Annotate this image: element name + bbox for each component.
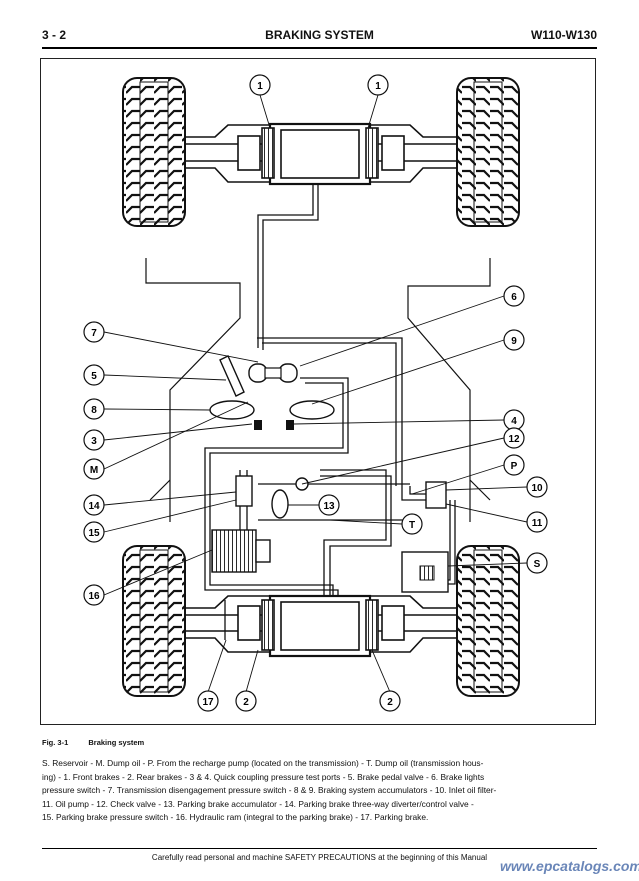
front-right-wheel bbox=[456, 77, 520, 227]
inlet-filter-and-pump bbox=[425, 481, 447, 509]
callout-10: 10 bbox=[526, 476, 548, 498]
callout-leaders bbox=[103, 94, 528, 693]
svg-text:6: 6 bbox=[511, 292, 517, 303]
svg-text:4: 4 bbox=[511, 416, 517, 427]
legend-line: 15. Parking brake pressure switch - 16. … bbox=[42, 812, 429, 822]
callout-14: 14 bbox=[83, 494, 105, 516]
safety-footer-note: Carefully read personal and machine SAFE… bbox=[151, 853, 488, 862]
footer-rule bbox=[42, 848, 597, 849]
svg-text:9: 9 bbox=[511, 336, 517, 347]
callout-p: P bbox=[503, 454, 525, 476]
figure-legend: S. Reservoir - M. Dump oil - P. From the… bbox=[42, 757, 597, 825]
accumulator-right bbox=[289, 400, 335, 420]
svg-text:17: 17 bbox=[202, 697, 214, 708]
reservoir bbox=[401, 551, 449, 593]
watermark: www.epcatalogs.com bbox=[500, 858, 639, 874]
header-rule bbox=[42, 47, 597, 49]
callout-4: 4 bbox=[503, 409, 525, 431]
parking-brake-accumulator bbox=[271, 489, 289, 519]
legend-line: ing) - 1. Front brakes - 2. Rear brakes … bbox=[42, 771, 485, 782]
page-number: 3 - 2 bbox=[42, 28, 67, 42]
callouts: 1 1 6 7 9 5 8 4 3 12 M P 14 10 13 15 11 … bbox=[83, 74, 548, 712]
svg-text:1: 1 bbox=[375, 81, 381, 92]
figure-caption: Fig. 3-1 Braking system bbox=[42, 738, 162, 747]
machine-frame-outline bbox=[145, 258, 491, 522]
callout-s: S bbox=[526, 552, 548, 574]
legend-line: pressure switch - 7. Transmission diseng… bbox=[42, 785, 497, 795]
svg-text:2: 2 bbox=[387, 697, 393, 708]
svg-text:10: 10 bbox=[531, 483, 543, 494]
brake-pedal-valve bbox=[219, 355, 298, 397]
callout-5: 5 bbox=[83, 364, 105, 386]
rear-axle bbox=[185, 594, 457, 658]
figure-title: Braking system bbox=[88, 738, 145, 747]
callout-13: 13 bbox=[318, 494, 340, 516]
callout-9: 9 bbox=[503, 329, 525, 351]
svg-text:5: 5 bbox=[91, 371, 97, 382]
model-designation: W110-W130 bbox=[530, 28, 597, 42]
svg-text:T: T bbox=[409, 520, 415, 531]
front-axle bbox=[185, 122, 457, 186]
svg-text:16: 16 bbox=[88, 591, 100, 602]
svg-text:3: 3 bbox=[91, 436, 97, 447]
parking-brake-unit bbox=[211, 529, 271, 573]
page-title: BRAKING SYSTEM bbox=[265, 28, 374, 42]
front-left-wheel bbox=[122, 77, 186, 227]
callout-12: 12 bbox=[503, 427, 525, 449]
callout-3: 3 bbox=[83, 429, 105, 451]
rear-left-wheel bbox=[122, 545, 186, 697]
callout-t: T bbox=[401, 513, 423, 535]
svg-text:13: 13 bbox=[323, 501, 335, 512]
callout-16: 16 bbox=[83, 584, 105, 606]
callout-7: 7 bbox=[83, 321, 105, 343]
svg-text:2: 2 bbox=[243, 697, 249, 708]
hydraulic-lines bbox=[204, 184, 456, 640]
test-ports bbox=[254, 420, 294, 430]
svg-text:11: 11 bbox=[532, 518, 543, 529]
svg-text:M: M bbox=[90, 465, 98, 476]
rear-right-wheel bbox=[456, 545, 520, 697]
svg-text:P: P bbox=[511, 461, 518, 472]
callout-1a: 1 bbox=[249, 74, 271, 96]
figure-number: Fig. 3-1 bbox=[42, 738, 69, 747]
svg-text:1: 1 bbox=[257, 81, 263, 92]
callout-11: 11 bbox=[526, 511, 548, 533]
svg-text:15: 15 bbox=[88, 528, 100, 539]
page-header: 3 - 2 BRAKING SYSTEM W110-W130 bbox=[42, 28, 597, 46]
svg-text:7: 7 bbox=[91, 328, 97, 339]
figure-frame bbox=[40, 58, 596, 725]
svg-text:14: 14 bbox=[88, 501, 100, 512]
svg-text:8: 8 bbox=[91, 405, 97, 416]
callout-2a: 2 bbox=[235, 690, 257, 712]
svg-text:S: S bbox=[534, 559, 541, 570]
callout-6: 6 bbox=[503, 285, 525, 307]
callout-m: M bbox=[83, 458, 105, 480]
callout-15: 15 bbox=[83, 521, 105, 543]
legend-line: S. Reservoir - M. Dump oil - P. From the… bbox=[42, 758, 484, 768]
svg-text:12: 12 bbox=[508, 434, 520, 445]
callout-8: 8 bbox=[83, 398, 105, 420]
callout-2b: 2 bbox=[379, 690, 401, 712]
callout-17: 17 bbox=[197, 690, 219, 712]
legend-line: 11. Oil pump - 12. Check valve - 13. Par… bbox=[42, 798, 474, 809]
braking-system-diagram: 1 1 6 7 9 5 8 4 3 12 M P 14 10 13 15 11 … bbox=[83, 74, 548, 712]
callout-1b: 1 bbox=[367, 74, 389, 96]
three-way-valve bbox=[235, 475, 253, 507]
